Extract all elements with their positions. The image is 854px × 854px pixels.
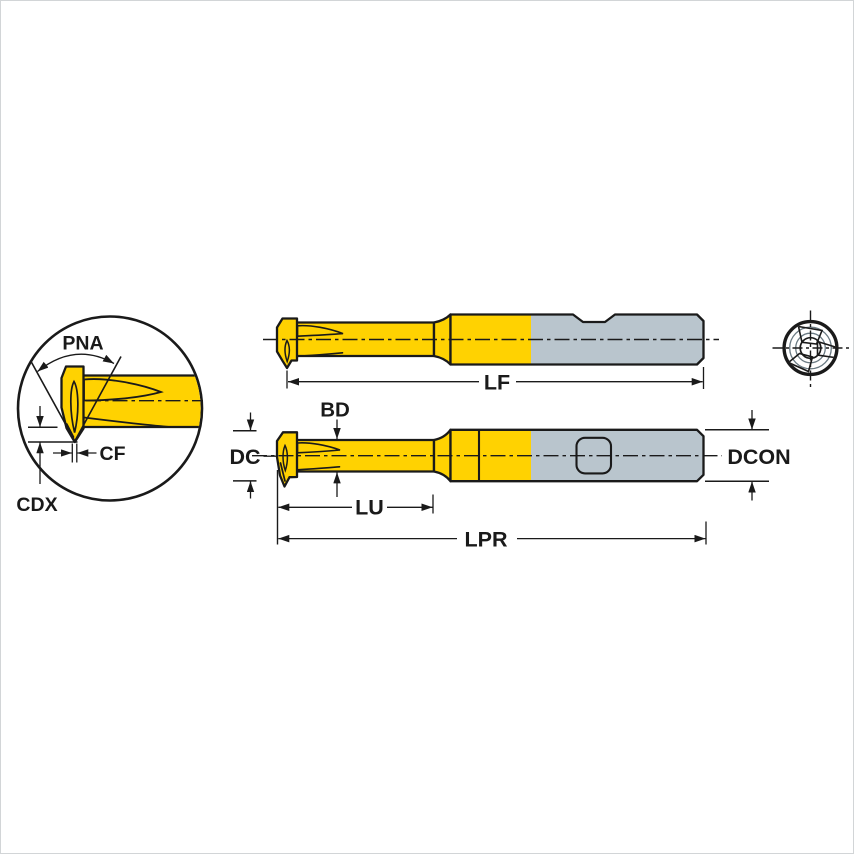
lower-head-teardrop <box>282 443 289 473</box>
end-insert-bottom-left <box>786 352 814 373</box>
upper-cutting-head <box>275 317 299 370</box>
label-cf: CF <box>100 443 126 465</box>
pna-angle-dimension: PNA <box>29 333 122 442</box>
label-cdx: CDX <box>16 494 57 516</box>
upper-shank-outline <box>449 313 705 366</box>
label-lf: LF <box>484 371 510 395</box>
detail-lower-flute-line <box>83 416 171 428</box>
upper-flute-leaf <box>296 324 344 338</box>
detail-lens-circle <box>16 315 204 502</box>
detail-head-teardrop <box>69 379 79 433</box>
label-dc: DC <box>229 445 260 469</box>
end-flute-arc-outer <box>789 326 832 370</box>
lu-dimension: LU <box>276 470 434 545</box>
lf-dimension: LF <box>286 367 705 395</box>
cf-dimension: CF <box>53 443 126 465</box>
upper-head-teardrop <box>284 338 291 364</box>
side-view-upper: LF <box>263 313 719 395</box>
end-insert-top <box>797 325 824 345</box>
lower-shank-outline <box>449 428 705 483</box>
lower-head-relief-line <box>279 462 286 482</box>
dc-dimension: DC <box>229 412 277 499</box>
pna-angle-arc <box>37 353 115 373</box>
label-lpr: LPR <box>465 528 508 552</box>
dcon-dimension: DCON <box>705 410 791 501</box>
label-dcon: DCON <box>727 445 790 469</box>
detail-head-relief-line <box>65 423 75 438</box>
label-lu: LU <box>355 496 384 520</box>
label-pna: PNA <box>62 333 103 355</box>
pna-angle-leg-left <box>29 360 76 442</box>
end-view <box>772 310 850 388</box>
lower-flute-leaf <box>296 442 341 454</box>
cdx-dimension: CDX <box>16 406 78 516</box>
label-bd: BD <box>320 399 350 422</box>
lpr-dimension: LPR <box>278 521 707 552</box>
side-view-lower: BD DC DCON LU <box>229 399 790 552</box>
bd-dimension: BD <box>320 399 350 497</box>
magnified-detail-view: PNA CDX CF <box>16 315 204 516</box>
lower-lower-flute-line <box>296 466 341 471</box>
upper-lower-flute-line <box>296 352 344 358</box>
